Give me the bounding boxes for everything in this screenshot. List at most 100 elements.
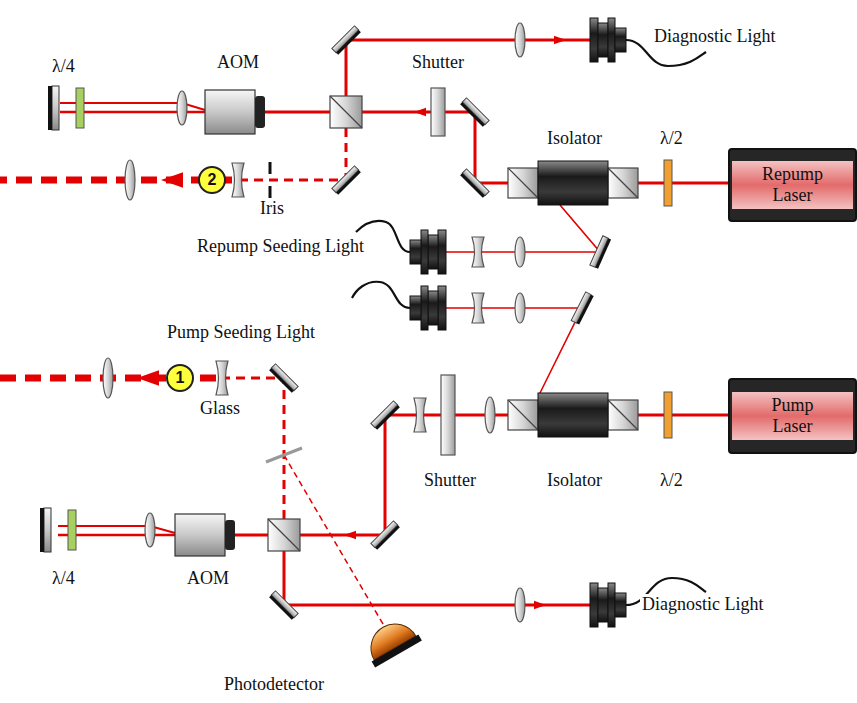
mirror-glass	[332, 26, 359, 53]
beam-splitter-cube	[608, 168, 638, 198]
mirror	[371, 521, 400, 550]
fiber-coupler	[590, 18, 598, 62]
convex-lens	[515, 588, 525, 622]
concave-lens	[216, 361, 228, 395]
fiber-coupler	[438, 286, 446, 330]
fiber-coupler	[598, 23, 608, 57]
convex-lens	[515, 23, 525, 57]
beam-splitter-diagonal	[330, 96, 362, 128]
mirror-backing	[336, 170, 361, 195]
mirror	[460, 169, 489, 198]
fiber-coupler	[421, 286, 428, 330]
beam-arrowhead	[344, 531, 356, 539]
mirror	[590, 236, 611, 269]
part-label: AOM	[215, 52, 261, 73]
concave-lens	[232, 163, 244, 197]
isolator-body	[538, 393, 608, 437]
callout-text: 2	[208, 172, 217, 188]
fiber-coupler	[608, 18, 615, 62]
mirror-glass	[371, 401, 398, 428]
laser-box: Repump Laser	[728, 148, 857, 222]
aom-transducer	[255, 96, 265, 128]
iris	[269, 186, 272, 198]
mirror	[269, 591, 298, 620]
mirror	[269, 364, 298, 393]
part-label: λ/2	[658, 470, 685, 491]
shutter	[431, 88, 445, 136]
callout-number: 1	[166, 364, 194, 392]
isolator-body	[538, 161, 608, 205]
part-label: Shutter	[410, 52, 466, 73]
shutter	[441, 375, 455, 455]
mirror-backing	[375, 405, 400, 430]
photodetector	[360, 614, 422, 668]
beam-splitter-diagonal	[508, 400, 538, 430]
mirror-glass	[462, 98, 489, 125]
fiber-coupler	[410, 240, 421, 264]
fiber-cable	[352, 282, 410, 308]
mirror-backing	[595, 238, 611, 268]
convex-lens	[177, 91, 187, 125]
beam-arrowhead	[554, 36, 566, 44]
mirror-glass	[271, 364, 298, 391]
part-label: Photodetector	[222, 674, 326, 695]
mirror	[460, 98, 489, 127]
fiber-coupler	[421, 230, 428, 274]
mirror	[571, 292, 594, 325]
beam-arrowhead	[161, 172, 183, 187]
mirror-glass	[271, 591, 298, 618]
part-label: Repump Seeding Light	[195, 236, 366, 257]
mirror	[332, 26, 361, 55]
mirror-backing	[375, 525, 400, 550]
retro-mirror-backing	[48, 86, 52, 130]
fiber-coupler	[598, 588, 608, 622]
part-label: λ/2	[658, 128, 685, 149]
part-label: Shutter	[422, 470, 478, 491]
waveplate	[76, 88, 84, 128]
beam-splitter-cube	[608, 400, 638, 430]
laser-name: Repump Laser	[732, 161, 853, 208]
concave-lens	[414, 398, 426, 432]
waveplate	[664, 392, 672, 438]
waveplate	[664, 160, 672, 206]
fiber-coupler	[428, 235, 438, 269]
mirror	[332, 166, 361, 195]
part-label: Diagnostic Light	[652, 26, 777, 47]
photodetector-base	[372, 635, 422, 668]
concave-lens	[472, 237, 484, 267]
retro-mirror	[44, 508, 51, 552]
concave-lens	[472, 293, 484, 323]
fiber-coupler	[608, 583, 615, 627]
part-label: λ/4	[50, 568, 77, 589]
convex-lens	[125, 160, 135, 200]
beam-arrowhead	[414, 108, 426, 116]
fiber-coupler	[410, 296, 421, 320]
fiber-coupler	[428, 291, 438, 325]
part-label: Diagnostic Light	[640, 594, 765, 615]
convex-lens	[103, 358, 113, 398]
mirror-backing	[577, 295, 594, 325]
convex-lens	[485, 397, 495, 433]
beam-splitter-cube	[508, 168, 538, 198]
beam-arrowhead	[137, 370, 159, 385]
mirror-backing	[269, 368, 294, 393]
aom-transducer	[225, 520, 235, 550]
beam-splitter-diagonal	[608, 168, 638, 198]
callout-text: 1	[176, 370, 185, 386]
part-label: Glass	[198, 398, 242, 419]
laser-name: Pump Laser	[732, 392, 853, 439]
mirror-backing	[460, 173, 485, 198]
fiber-coupler	[615, 593, 626, 617]
mirror-backing	[269, 595, 294, 620]
mirror-backing	[336, 30, 361, 55]
glass-pickoff	[266, 448, 302, 462]
part-label: Isolator	[545, 128, 604, 149]
mirror-glass	[332, 166, 359, 193]
beam-arrowhead	[534, 601, 546, 609]
aom-crystal	[175, 514, 225, 556]
fiber-coupler	[590, 583, 598, 627]
beam-splitter-cube	[508, 400, 538, 430]
part-label: Pump Seeding Light	[165, 322, 317, 343]
retro-mirror	[52, 86, 59, 130]
